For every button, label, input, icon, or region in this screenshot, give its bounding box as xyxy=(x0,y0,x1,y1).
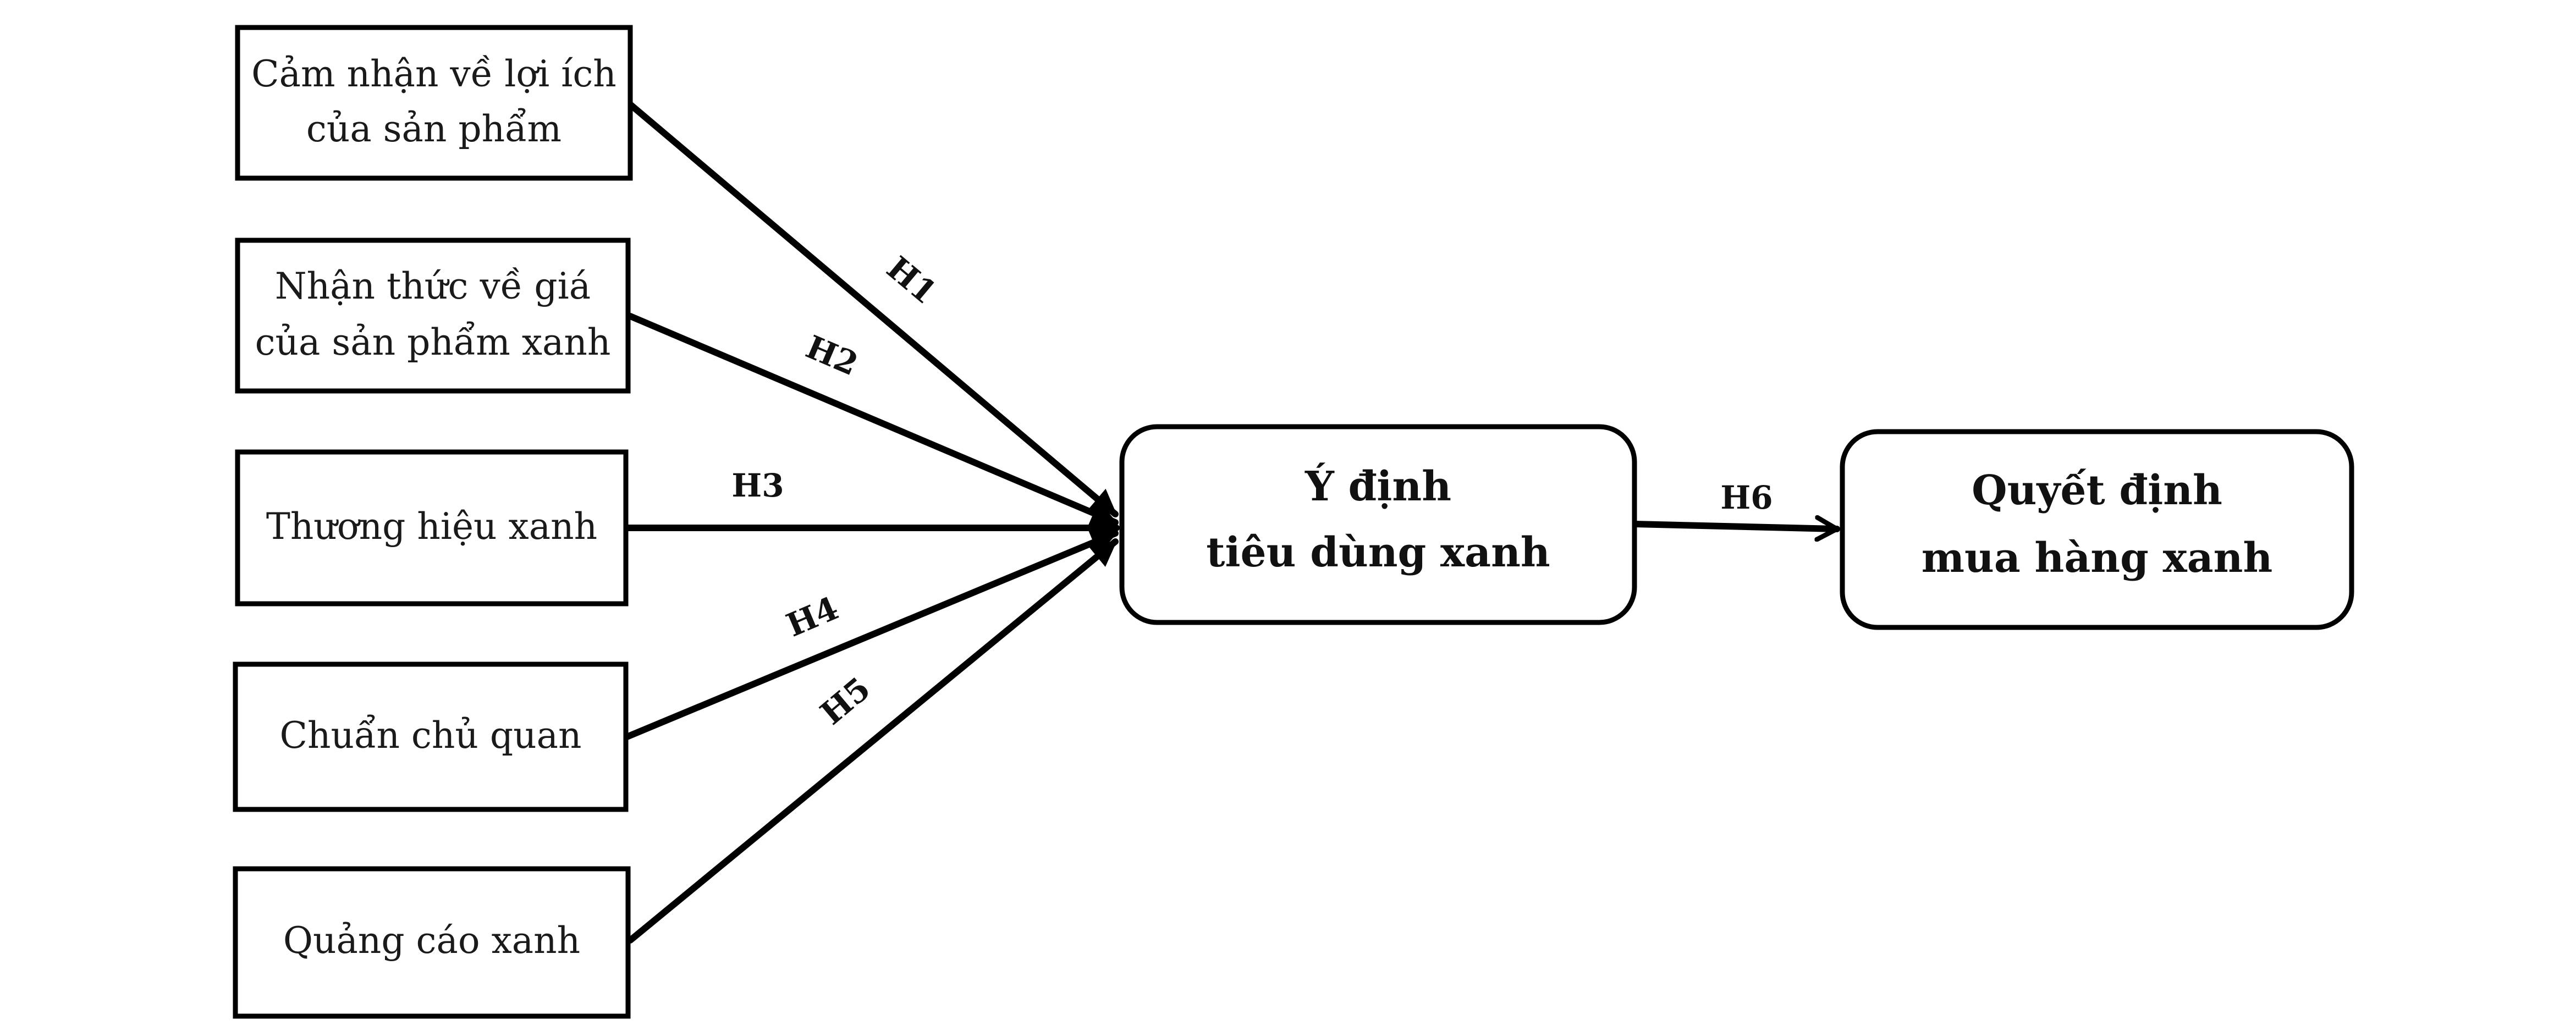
edge-h2 xyxy=(627,313,1119,526)
factor-price-node: Nhận thức về giá của sản phẩm xanh xyxy=(235,238,631,394)
edge-h4 xyxy=(624,530,1119,740)
intention-line2: tiêu dùng xanh xyxy=(1206,529,1550,576)
factor-norm-box xyxy=(233,661,629,812)
factor-benefit-line2: của sản phẩm xyxy=(306,108,562,150)
edges xyxy=(624,101,1840,944)
factor-ad-line1: Quảng cáo xanh xyxy=(283,919,580,962)
factor-norm-line1: Chuẩn chủ quan xyxy=(279,714,581,757)
edge-h6 xyxy=(1631,524,1840,529)
edge-label-h3: H3 xyxy=(731,467,784,504)
factor-benefit-line1: Cảm nhận về lợi ích xyxy=(251,53,617,95)
decision-node: Quyết định mua hàng xanh xyxy=(1840,429,2354,630)
factor-brand-box xyxy=(235,449,629,607)
factor-ad-box xyxy=(233,866,631,1019)
edge-label-h1: H1 xyxy=(880,249,944,311)
factor-price-box xyxy=(235,238,631,394)
edge-label-h4: H4 xyxy=(781,589,844,644)
decision-line1: Quyết định xyxy=(1972,467,2222,514)
intention-node: Ý định tiêu dùng xanh xyxy=(1119,424,1637,625)
factor-benefit-node: Cảm nhận về lợi ích của sản phẩm xyxy=(235,25,633,181)
factor-norm-node: Chuẩn chủ quan xyxy=(233,661,629,812)
intention-line1: Ý định xyxy=(1304,462,1451,510)
factor-brand-line1: Thương hiệu xanh xyxy=(266,505,597,548)
decision-line2: mua hàng xanh xyxy=(1922,534,2273,582)
edge-h5 xyxy=(627,538,1119,944)
factor-brand-node: Thương hiệu xanh xyxy=(235,449,629,607)
edge-label-h2: H2 xyxy=(801,328,863,383)
edge-label-h5: H5 xyxy=(813,670,878,732)
factor-ad-node: Quảng cáo xanh xyxy=(233,866,631,1019)
factor-benefit-box xyxy=(235,25,633,181)
intention-box xyxy=(1119,424,1637,625)
factor-price-line1: Nhận thức về giá xyxy=(275,265,591,307)
decision-box xyxy=(1840,429,2354,630)
edge-label-h6: H6 xyxy=(1720,479,1773,516)
factor-price-line2: của sản phẩm xanh xyxy=(255,321,611,363)
edge-h1 xyxy=(627,101,1119,517)
